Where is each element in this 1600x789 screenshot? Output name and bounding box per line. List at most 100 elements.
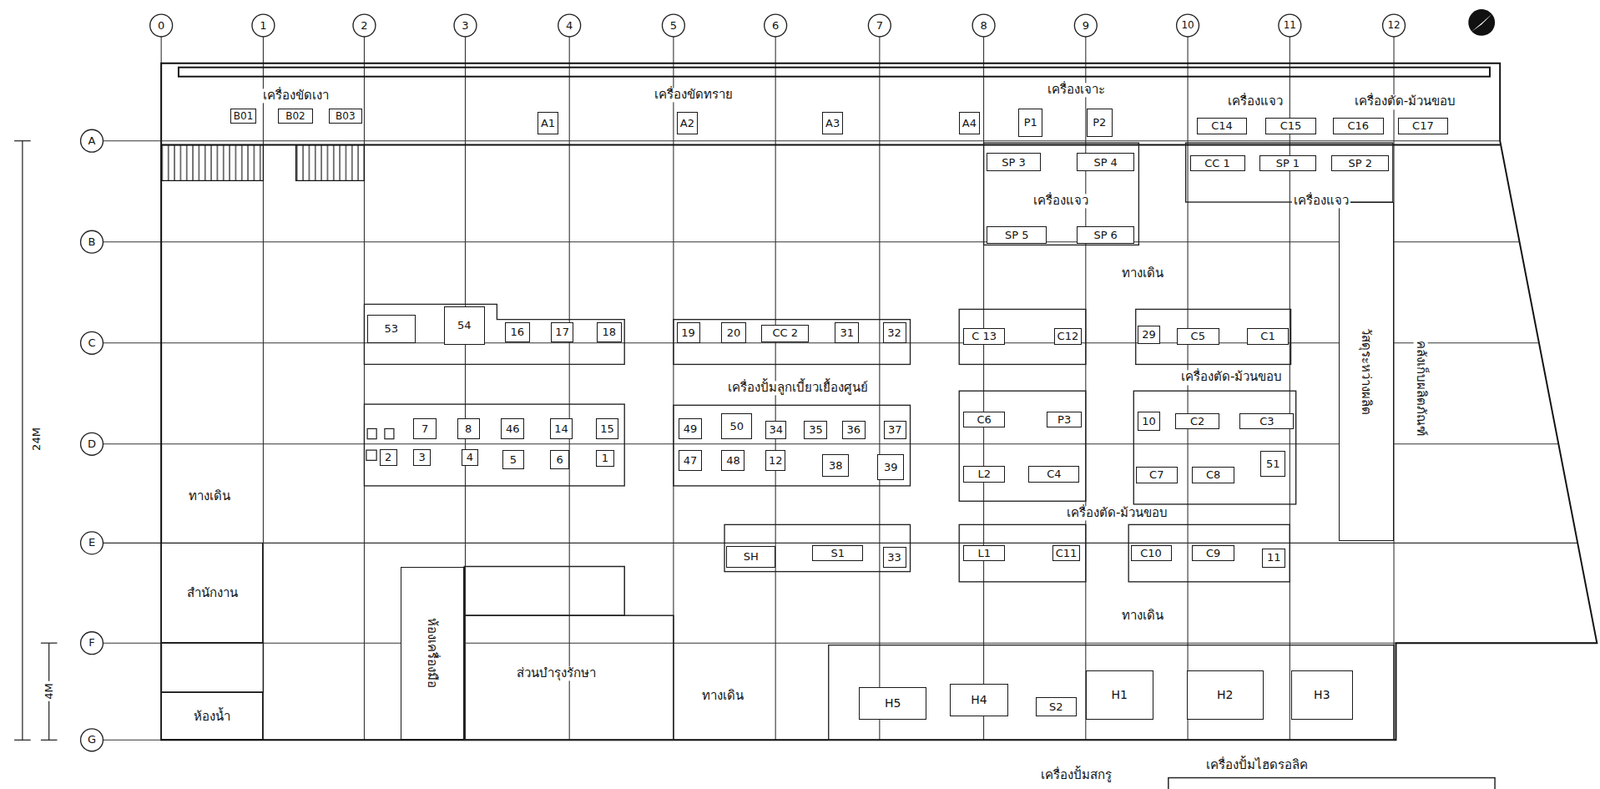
machine-box: C1 xyxy=(1246,328,1289,345)
machine-box: 50 xyxy=(721,413,753,440)
machine-box: 36 xyxy=(842,420,866,440)
machine-label: H5 xyxy=(884,696,901,711)
grid-bubble xyxy=(80,129,104,152)
machine-box: L2 xyxy=(963,465,1005,483)
machine-box: 17 xyxy=(550,322,574,342)
area-label: เครื่องแจว xyxy=(1292,193,1351,208)
machine-box: S1 xyxy=(812,545,864,562)
machine-label: 31 xyxy=(839,326,854,340)
area-label: ส่วนบำรุงรักษา xyxy=(514,666,598,681)
grid-line xyxy=(983,36,985,740)
machine-label: P1 xyxy=(1024,116,1038,130)
machine-label: SP 3 xyxy=(1001,156,1026,170)
machine-group-outline xyxy=(828,645,1394,741)
machine-box: P2 xyxy=(1086,108,1113,137)
grid-label: 7 xyxy=(874,19,885,32)
area-label: เครื่องปั้มไฮดรอลิค xyxy=(1204,757,1310,773)
machine-group-outline xyxy=(984,142,1140,245)
machine-label: 15 xyxy=(600,422,615,436)
machine-label: CC 2 xyxy=(772,326,798,340)
machine-label: H4 xyxy=(970,692,987,707)
grid-label: 8 xyxy=(978,19,989,32)
machine-label: 51 xyxy=(1266,457,1281,471)
hatched-area xyxy=(161,145,263,182)
machine-label: 54 xyxy=(457,318,472,333)
machine-box: 37 xyxy=(883,420,907,440)
grid-line xyxy=(102,140,1500,142)
machine-box: 4 xyxy=(461,449,480,466)
hatched-area xyxy=(161,145,364,182)
grid-bubble xyxy=(80,14,1406,752)
machine-box: 1 xyxy=(595,449,615,467)
grid-label: 12 xyxy=(1385,20,1402,32)
machine-label: 47 xyxy=(683,454,698,468)
grid-label: 4 xyxy=(564,19,575,32)
grid-bubble xyxy=(80,728,104,752)
machine-label: 16 xyxy=(510,325,525,339)
machine-box: 46 xyxy=(500,418,525,439)
machine-label: C3 xyxy=(1259,414,1274,429)
machine-label: H1 xyxy=(1110,687,1127,702)
machine-label: A4 xyxy=(962,116,977,131)
machine-label: 4 xyxy=(466,450,474,465)
machine-label: 2 xyxy=(384,450,392,465)
area-label: เครื่องขัดเงา xyxy=(261,88,331,103)
grid-bubble xyxy=(80,230,104,253)
machine-box: 32 xyxy=(883,322,907,343)
machine-label: 35 xyxy=(808,423,823,437)
machine-box: 54 xyxy=(444,306,485,345)
machine-box: 53 xyxy=(367,314,415,344)
dimension-line xyxy=(14,141,57,741)
area-label: เครื่องแจว xyxy=(1226,95,1285,110)
machine-box: 51 xyxy=(1260,450,1287,477)
room-outline xyxy=(161,565,1495,789)
grid-label: F xyxy=(86,636,96,650)
machine-label: 3 xyxy=(418,450,425,465)
machine-label: 53 xyxy=(384,322,399,336)
machine-label: 20 xyxy=(726,326,742,340)
machine-label: 7 xyxy=(421,422,429,436)
grid-bubble xyxy=(80,531,104,555)
machine-label: 34 xyxy=(768,423,783,437)
room-outline xyxy=(161,642,263,692)
machine-label: C15 xyxy=(1280,119,1303,133)
machine-box: C8 xyxy=(1191,466,1235,484)
machine-label: C2 xyxy=(1190,414,1205,429)
machine-label: A1 xyxy=(540,116,556,131)
machine-box: C10 xyxy=(1130,545,1172,562)
machine-label: SH xyxy=(743,550,759,564)
machine-label: C7 xyxy=(1149,468,1164,482)
machine-label: H3 xyxy=(1313,687,1330,702)
machine-label: 14 xyxy=(554,422,569,436)
machine-box: 47 xyxy=(678,449,702,470)
machine-group-outline xyxy=(673,319,911,365)
grid-bubble xyxy=(353,14,376,37)
machine-box: 7 xyxy=(413,418,437,439)
room-outline xyxy=(464,565,625,616)
machine-label: สำนักงาน xyxy=(186,585,238,601)
machine-label: ห้องเครื่องมือ xyxy=(424,617,440,688)
machine-label: C4 xyxy=(1046,467,1061,481)
machine-label: 38 xyxy=(828,459,843,473)
machine-label: B02 xyxy=(285,110,306,122)
grid-label: B xyxy=(86,235,98,248)
machine-label: 33 xyxy=(887,550,902,565)
machine-label: 32 xyxy=(887,326,902,340)
grid-line xyxy=(1289,36,1291,740)
machine-group-outline xyxy=(958,524,1086,581)
grid-bubble xyxy=(868,14,891,37)
machine-box: C7 xyxy=(1135,466,1178,484)
area-label: ทางเดิน xyxy=(1120,266,1166,281)
grid-label: A xyxy=(86,134,98,147)
area-label: เครื่องตัด-ม้วนขอบ xyxy=(1064,505,1170,520)
machine-box: 3 xyxy=(413,449,431,466)
machine-box: C6 xyxy=(963,411,1005,429)
machine-box: 38 xyxy=(822,454,849,477)
machine-box: 12 xyxy=(765,449,787,470)
machine-label: SP 5 xyxy=(1004,228,1030,243)
machine-label: 12 xyxy=(768,454,783,468)
dimension-line xyxy=(14,140,31,142)
machine-label: 36 xyxy=(846,423,861,437)
room-box: ห้องน้ำ xyxy=(161,691,263,740)
room-box: วัสดุระหว่างผลิต xyxy=(1338,201,1394,541)
